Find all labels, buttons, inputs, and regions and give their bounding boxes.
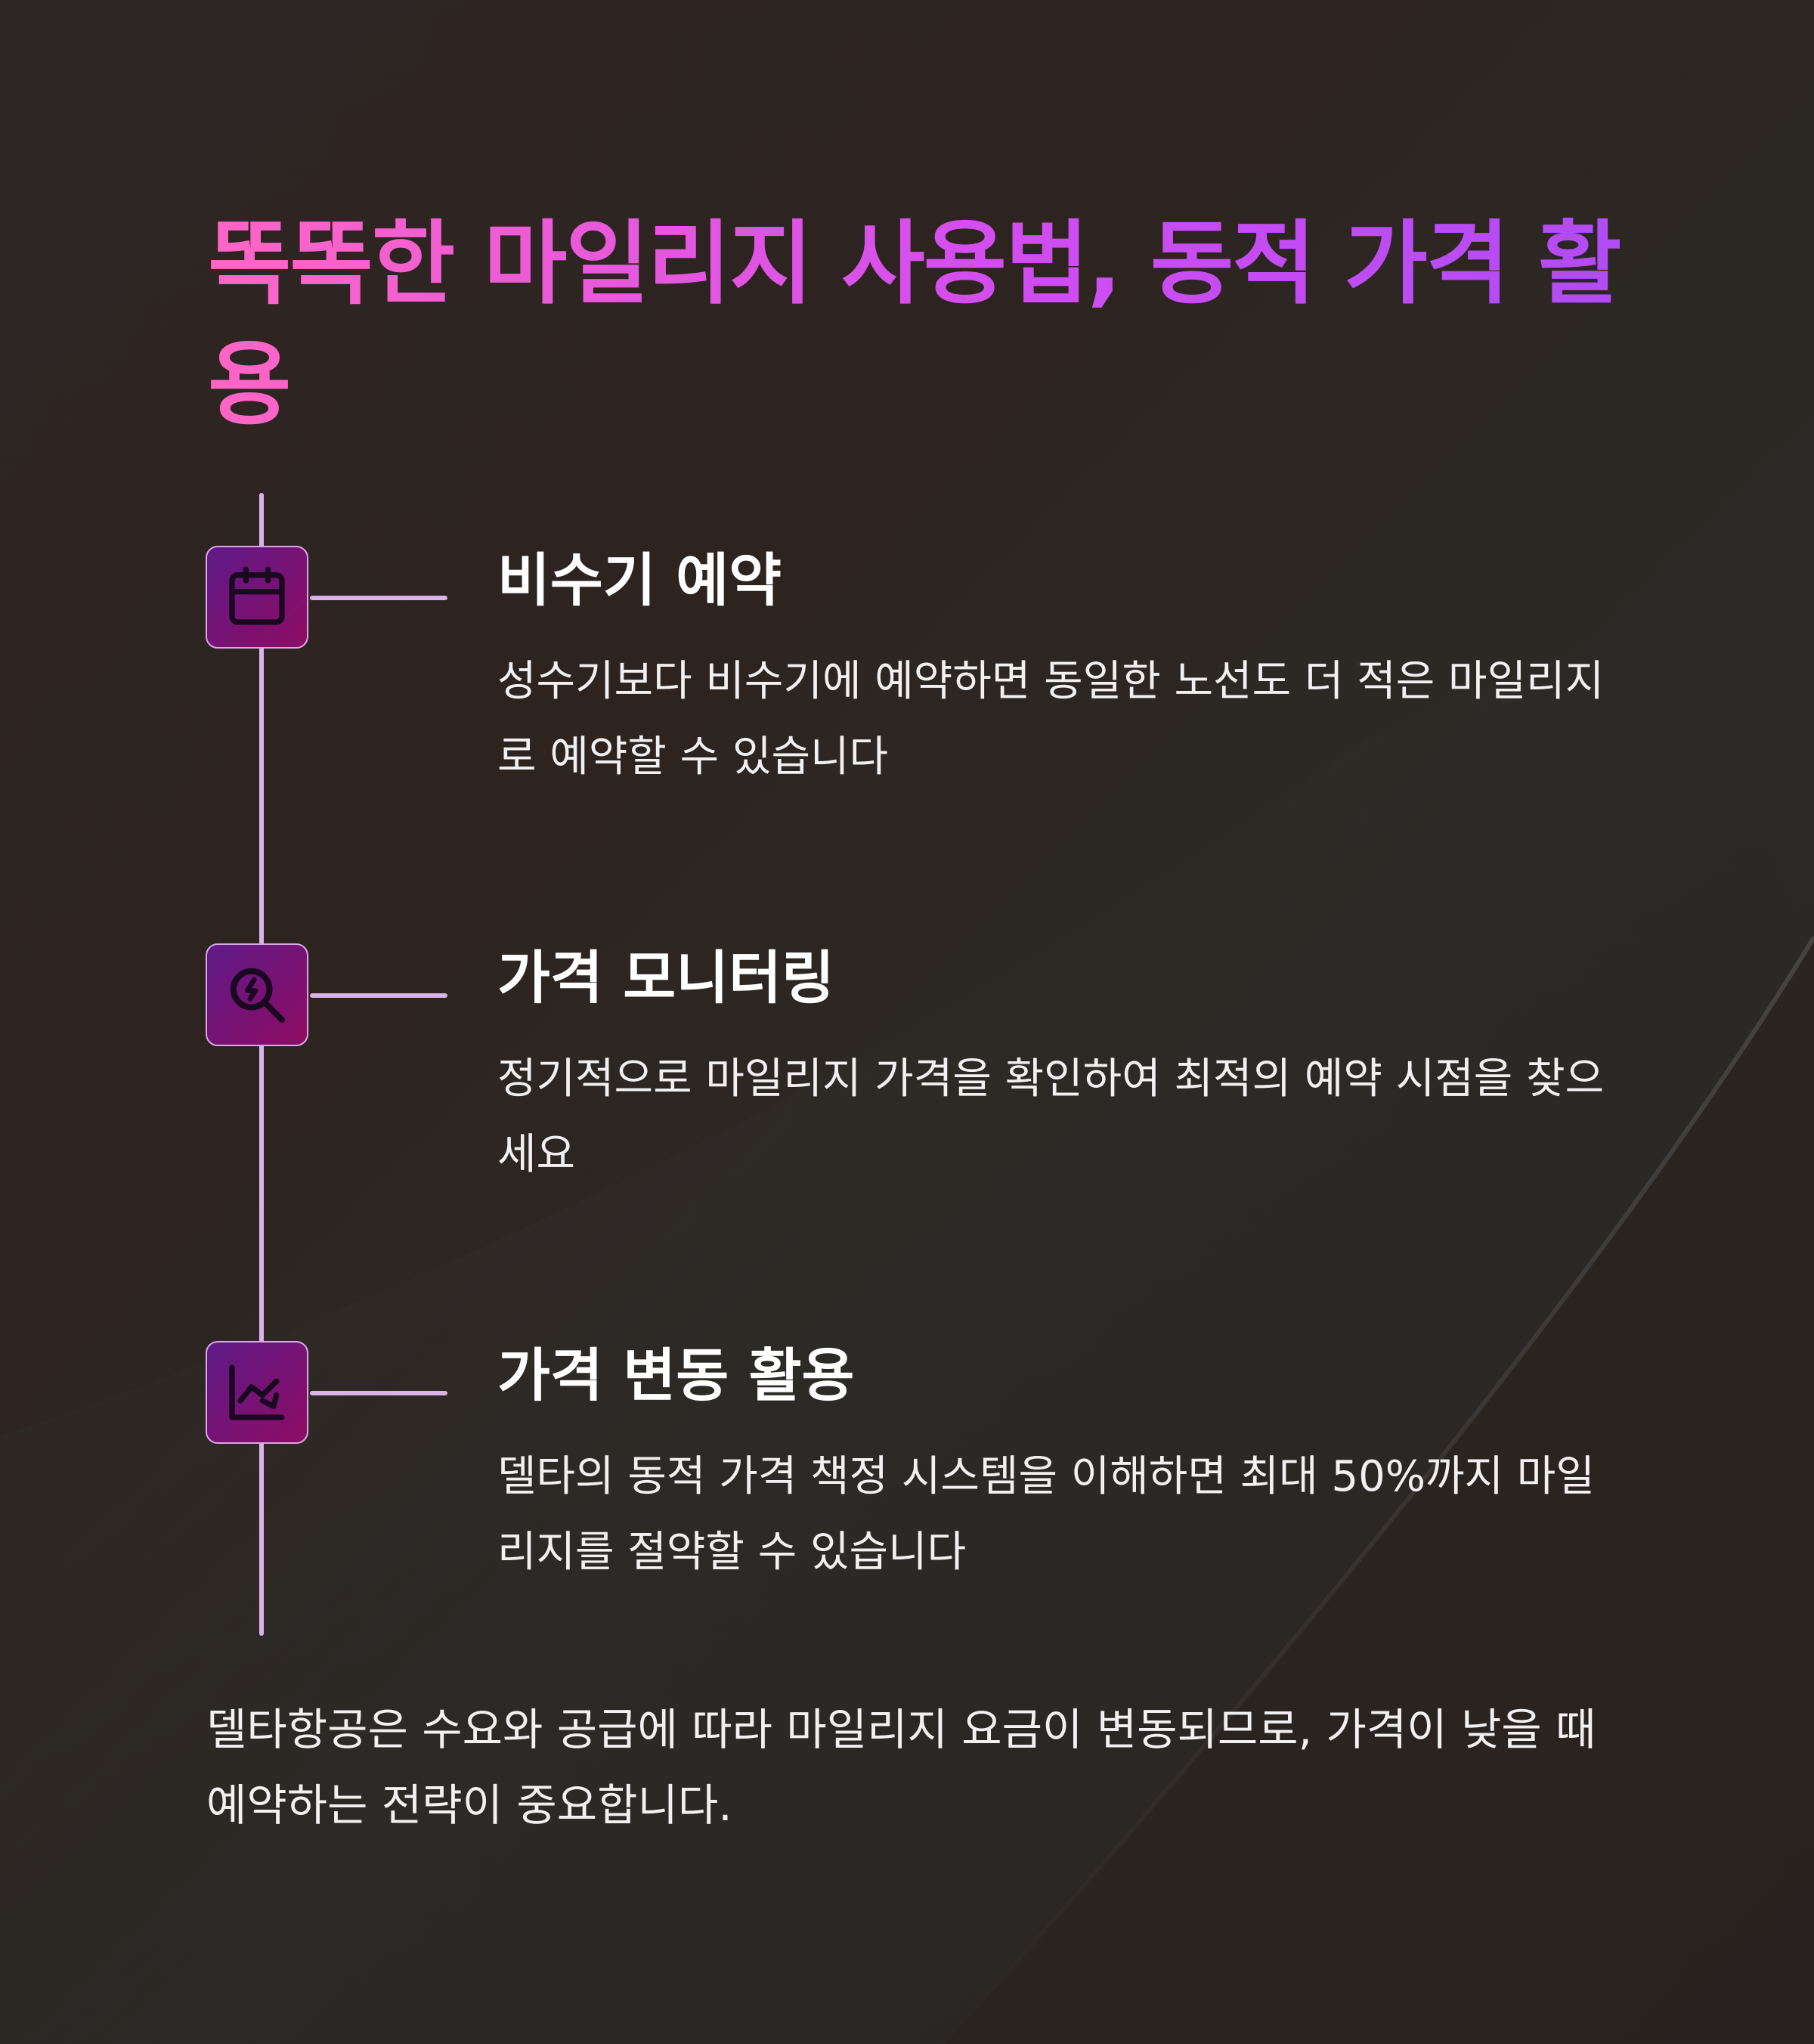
step-description-price-monitoring: 정기적으로 마일리지 가격을 확인하여 최적의 예약 시점을 찾으세요: [497, 1055, 1605, 1179]
step-title-price-fluctuation: 가격 변동 활용: [497, 1342, 855, 1409]
step-description-price-fluctuation: 델타의 동적 가격 책정 시스템을 이해하면 최대 50%까지 마일리지를 절약…: [497, 1452, 1595, 1577]
timeline-line: [259, 493, 264, 1636]
price-monitor-magnifier-icon: [206, 943, 308, 1046]
calendar-icon: [206, 546, 308, 649]
timeline-connector: [310, 596, 447, 600]
step-title-price-monitoring: 가격 모니터링: [497, 944, 834, 1011]
step-title-off-season: 비수기 예약: [497, 547, 782, 614]
trend-down-chart-icon: [206, 1341, 308, 1444]
timeline-connector: [310, 993, 447, 998]
footer-note: 델타항공은 수요와 공급에 따라 마일리지 요금이 변동되므로, 가격이 낮을 …: [206, 1704, 1596, 1831]
timeline-connector: [310, 1391, 447, 1395]
page-title: 똑똑한 마일리지 사용법, 동적 가격 활용: [208, 204, 1644, 446]
step-description-off-season: 성수기보다 비수기에 예약하면 동일한 노선도 더 적은 마일리지로 예약할 수…: [497, 657, 1605, 782]
